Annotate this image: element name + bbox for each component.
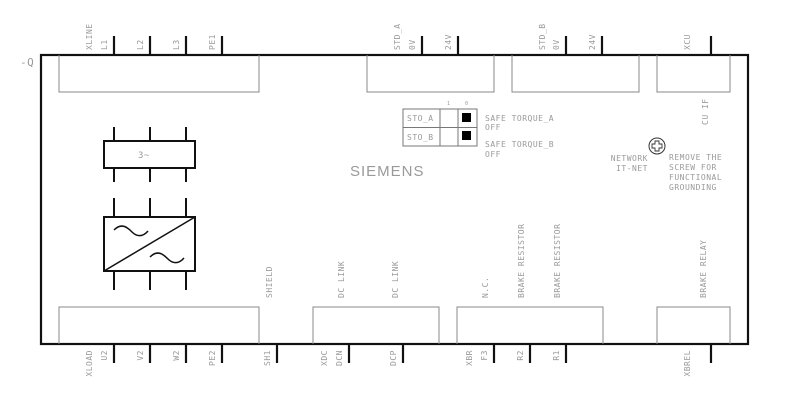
std-b-pin-24v: 24V	[588, 34, 597, 50]
xline-label: XLINE	[85, 23, 94, 50]
sto-a-caption-1: SAFE TORQUE_A	[485, 114, 554, 123]
brake-relay-label: BRAKE RELAY	[699, 240, 708, 298]
mains-symbol-label: 3~	[138, 151, 150, 161]
mains-symbol: 3~	[103, 127, 196, 182]
cu-if-label: CU IF	[701, 98, 710, 125]
sto-col-0: 0	[465, 101, 469, 107]
pin-r1: R1	[552, 350, 561, 361]
pin-dcp: DCP	[389, 350, 398, 366]
pin-w2: W2	[172, 350, 181, 361]
top-pins	[112, 36, 713, 55]
std-a-pin-0v: 0V	[408, 39, 417, 50]
xload-block	[58, 306, 260, 344]
brake-resistor-label-1: BRAKE RESISTOR	[517, 224, 526, 298]
converter-symbol	[103, 198, 196, 290]
top-labels: XLINE L1 L2 L3 PE1 STD_A 0V 24V STD_B 0V…	[85, 23, 710, 125]
pin-dcn: DCN	[335, 350, 344, 366]
network-label: NETWORK	[611, 154, 648, 163]
pin-l2: L2	[136, 39, 145, 50]
sto-a-caption-2: OFF	[485, 123, 501, 132]
screw-note-line-2: SCREW FOR	[669, 163, 717, 172]
sto-a-toggle[interactable]	[462, 113, 471, 122]
xbr-label: XBR	[465, 350, 474, 366]
std-a-block	[366, 55, 495, 93]
terminal-descriptions: SHIELD DC LINK DC LINK N.C. BRAKE RESIST…	[265, 224, 708, 298]
pin-v2: V2	[136, 350, 145, 361]
dc-link-label-1: DC LINK	[337, 261, 346, 298]
pin-r2: R2	[516, 350, 525, 361]
sto-b-label: STO_B	[407, 133, 434, 142]
screw-note-line-4: GROUNDING	[669, 183, 717, 192]
screw-note-line-1: REMOVE THE	[669, 153, 722, 162]
sto-b-toggle[interactable]	[462, 131, 471, 140]
nc-label: N.C.	[481, 277, 490, 298]
shield-label: SHIELD	[265, 266, 274, 298]
top-terminal-blocks	[58, 55, 731, 93]
screw-note: REMOVE THE SCREW FOR FUNCTIONAL GROUNDIN…	[669, 153, 722, 192]
std-a-pin-24v: 24V	[444, 34, 453, 50]
std-b-block	[511, 55, 640, 93]
bottom-terminal-blocks	[58, 306, 731, 344]
xdc-block	[312, 306, 440, 344]
sto-b-caption-1: SAFE TORQUE_B	[485, 140, 554, 149]
sto-a-label: STO_A	[407, 114, 434, 123]
brand-logo: SIEMENS	[350, 163, 425, 180]
xbrel-label: XBREL	[683, 350, 692, 377]
pin-f3: F3	[480, 350, 489, 361]
bottom-labels: XLOAD U2 V2 W2 PE2 SH1 XDC DCN DCP XBR F…	[85, 350, 692, 377]
sto-switch[interactable]: 1 0 STO_A STO_B	[402, 101, 478, 147]
pin-pe1: PE1	[208, 34, 217, 50]
xbrel-block	[656, 306, 731, 344]
screw-note-line-3: FUNCTIONAL	[669, 173, 722, 182]
std-a-label: STD_A	[393, 23, 402, 50]
xload-label: XLOAD	[85, 350, 94, 377]
pin-u2: U2	[100, 350, 109, 361]
it-net-label: IT-NET	[616, 164, 648, 173]
dc-link-label-2: DC LINK	[391, 261, 400, 298]
pin-sh1: SH1	[263, 350, 272, 366]
brake-resistor-label-2: BRAKE RESISTOR	[553, 224, 562, 298]
grounding-screw-icon[interactable]	[648, 137, 666, 155]
std-b-label: STD_B	[538, 23, 547, 50]
xbr-block	[456, 306, 604, 344]
xdc-label: XDC	[320, 350, 329, 366]
device-tag: -Q	[20, 56, 34, 69]
xcu-block	[656, 55, 731, 93]
bottom-pins	[112, 344, 713, 363]
sto-captions: SAFE TORQUE_A OFF SAFE TORQUE_B OFF	[485, 114, 554, 159]
sto-col-1: 1	[447, 101, 451, 107]
pin-pe2: PE2	[208, 350, 217, 366]
device-outline	[39, 53, 750, 346]
std-b-pin-0v: 0V	[552, 39, 561, 50]
pin-l1: L1	[100, 39, 109, 50]
xline-block	[58, 55, 260, 93]
sto-b-caption-2: OFF	[485, 150, 501, 159]
xcu-label: XCU	[683, 34, 692, 50]
pin-l3: L3	[172, 39, 181, 50]
